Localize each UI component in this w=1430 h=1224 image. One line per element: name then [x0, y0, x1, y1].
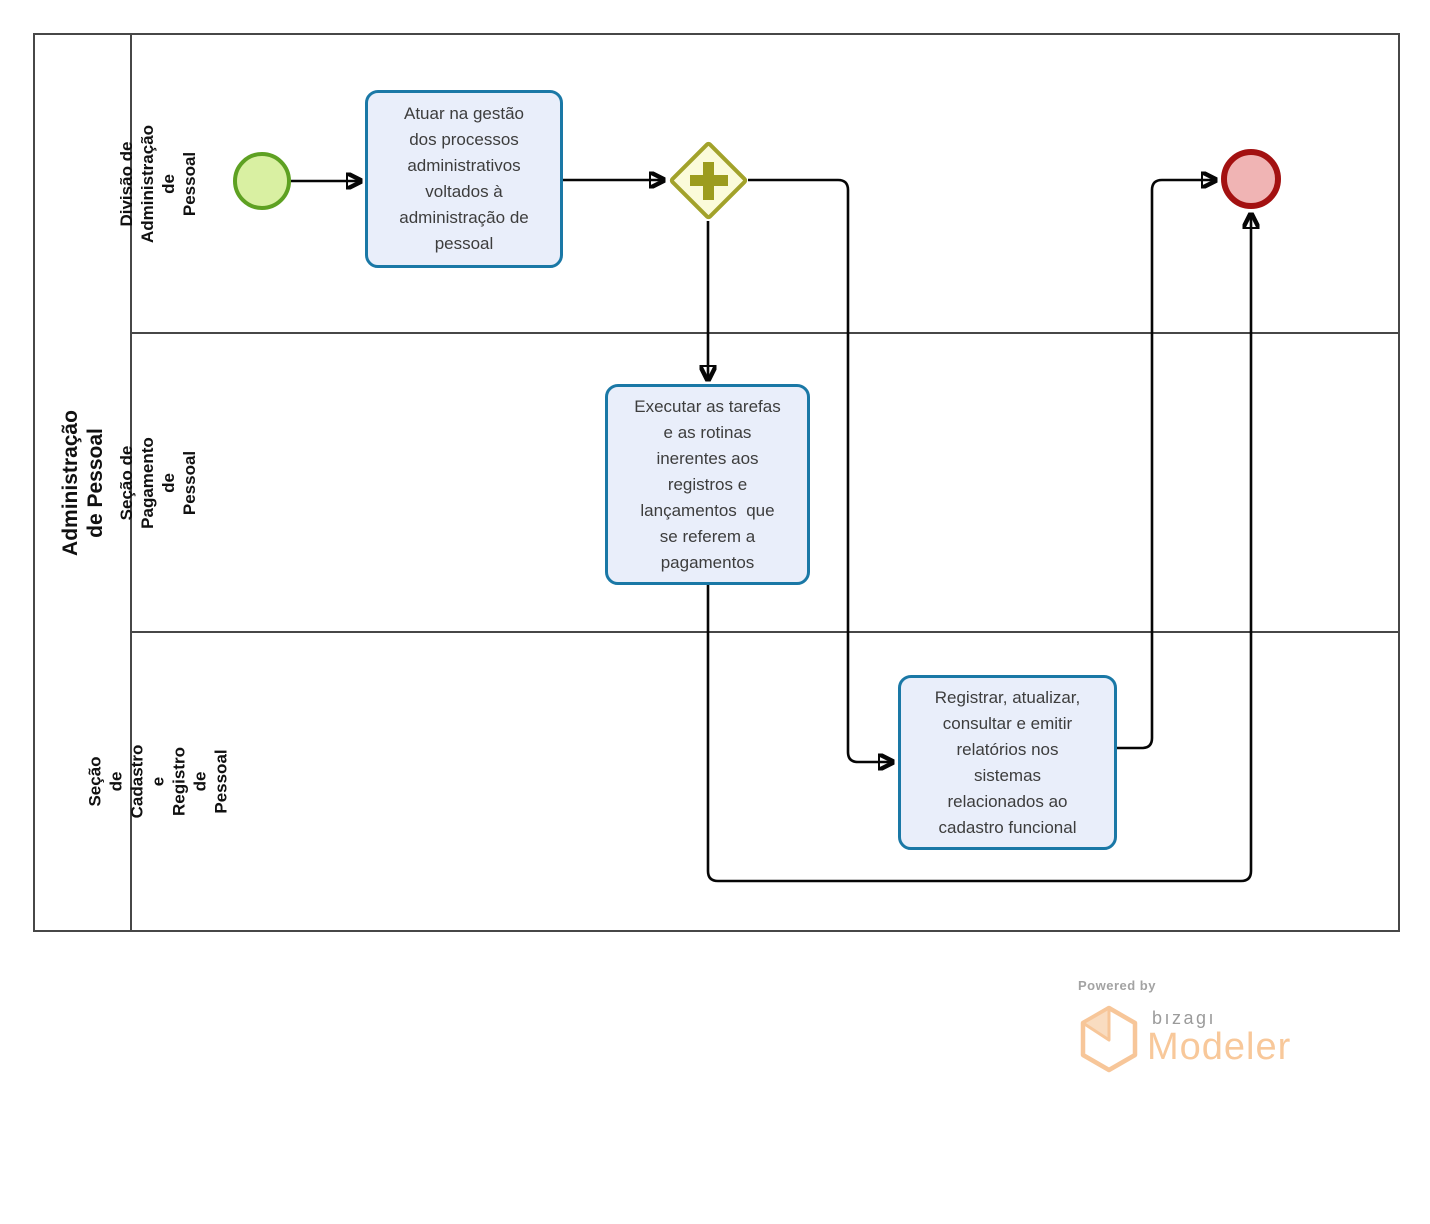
lane-title: Seção de Cadastro e Registro de Pessoal: [85, 744, 231, 819]
lane-label-strip: Divisão de Administração de Pessoal: [117, 35, 199, 332]
task-executar-as-tarefas[interactable]: Executar as tarefas e as rotinas inerent…: [605, 384, 810, 585]
lane-title: Seção de Pagamento de Pessoal: [117, 436, 200, 529]
pool-header: Administração de Pessoal: [35, 35, 132, 930]
task-registrar-atualizar[interactable]: Registrar, atualizar, consultar e emitir…: [898, 675, 1117, 850]
start-event[interactable]: [233, 152, 291, 210]
bizagi-brand-text: bızagı: [1152, 1008, 1217, 1028]
pool-title: Administração de Pessoal: [58, 403, 107, 556]
lane-title: Divisão de Administração de Pessoal: [117, 124, 200, 243]
task-atuar-na-gestao[interactable]: Atuar na gestão dos processos administra…: [365, 90, 563, 268]
task-label: Registrar, atualizar, consultar e emitir…: [934, 687, 1081, 837]
parallel-plus-icon: [684, 156, 733, 205]
task-label: Executar as tarefas e as rotinas inerent…: [634, 396, 781, 572]
lane-label-strip: Seção de Cadastro e Registro de Pessoal: [86, 633, 231, 930]
task-label: Atuar na gestão dos processos administra…: [399, 104, 529, 253]
lane-secao-de-cadastro-e-registro-de-pessoal: Seção de Cadastro e Registro de Pessoal: [86, 633, 1398, 930]
modeler-product-text: Modeler: [1147, 1026, 1292, 1068]
powered-by-text: Powered by: [1078, 978, 1156, 993]
end-event[interactable]: [1221, 149, 1281, 209]
bizagi-logo-icon: [1080, 1005, 1138, 1073]
lane-divisao-de-administracao-de-pessoal: Divisão de Administração de Pessoal: [117, 35, 1398, 334]
lane-label-strip: Seção de Pagamento de Pessoal: [117, 334, 199, 631]
